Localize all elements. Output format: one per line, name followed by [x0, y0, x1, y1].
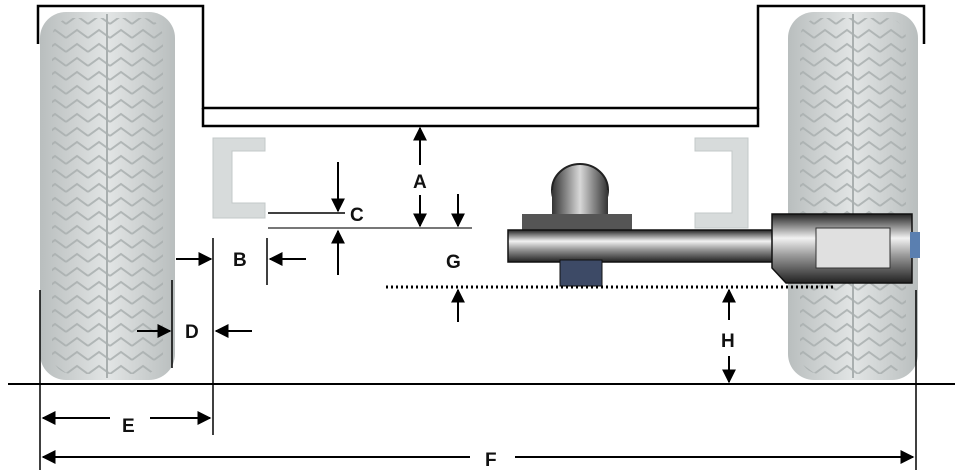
right-frame-bracket [694, 137, 749, 229]
left-frame-bracket [212, 137, 266, 219]
dimension-label-h: H [721, 331, 735, 352]
dimension-label-d: D [185, 322, 199, 343]
left-tire [40, 12, 175, 380]
frame-crossmember [201, 108, 760, 128]
dimension-label-c: C [350, 205, 364, 226]
axle-assembly [507, 163, 920, 287]
dimension-label-f: F [485, 450, 497, 471]
dimension-label-b: B [233, 250, 247, 271]
dimension-label-a: A [413, 172, 427, 193]
vehicle-body-outline [36, 4, 926, 110]
dimension-label-g: G [446, 252, 461, 273]
dimension-label-e: E [122, 416, 135, 437]
right-tire [788, 12, 918, 380]
